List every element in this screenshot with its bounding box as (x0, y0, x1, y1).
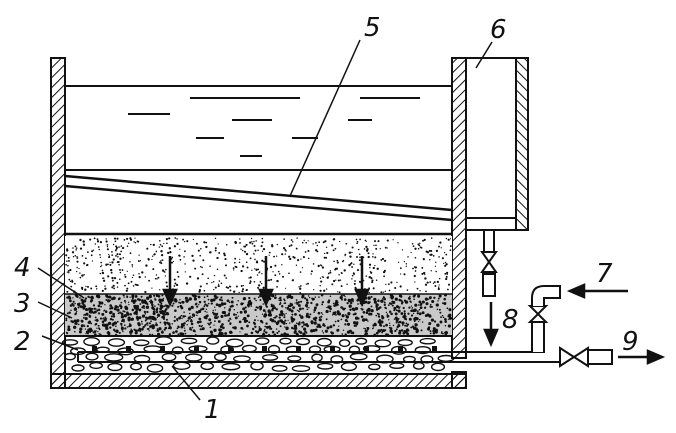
callout-1: 1 (204, 395, 221, 425)
filtration-flow-arrows (162, 256, 370, 308)
leader-lines (37, 39, 493, 401)
callout-3: 3 (14, 289, 31, 319)
callout-6: 6 (490, 15, 507, 45)
collection-box (466, 57, 529, 231)
drainage-pipe (77, 351, 560, 363)
filter-media-texture (65, 293, 453, 337)
callout-8: 8 (502, 305, 519, 335)
wash-water-inlet-pipe (527, 285, 561, 352)
pipe-nozzles (92, 346, 437, 352)
callout-2: 2 (14, 327, 31, 357)
callout-5: 5 (364, 13, 381, 43)
callout-labels: 1 2 3 4 5 6 7 8 9 (14, 13, 639, 425)
water-zone (65, 85, 452, 171)
bottom-wall (50, 373, 467, 389)
left-wall (50, 57, 66, 389)
callout-4: 4 (14, 253, 31, 283)
callout-9: 9 (622, 327, 639, 357)
fine-sand-layer (65, 236, 452, 294)
inlet-arrow (566, 283, 628, 299)
drain-pipe (480, 230, 498, 297)
right-wall (451, 57, 467, 359)
outlet-arrow (618, 349, 666, 365)
gravel-layer (61, 336, 455, 373)
fine-sand-texture (65, 237, 452, 294)
collection-box-wall (515, 57, 529, 231)
callout-7: 7 (596, 259, 613, 289)
inclined-collection-trough (64, 174, 453, 236)
tank-walls (50, 57, 467, 389)
outlet-valve (559, 346, 613, 368)
drain-arrow (483, 302, 499, 348)
